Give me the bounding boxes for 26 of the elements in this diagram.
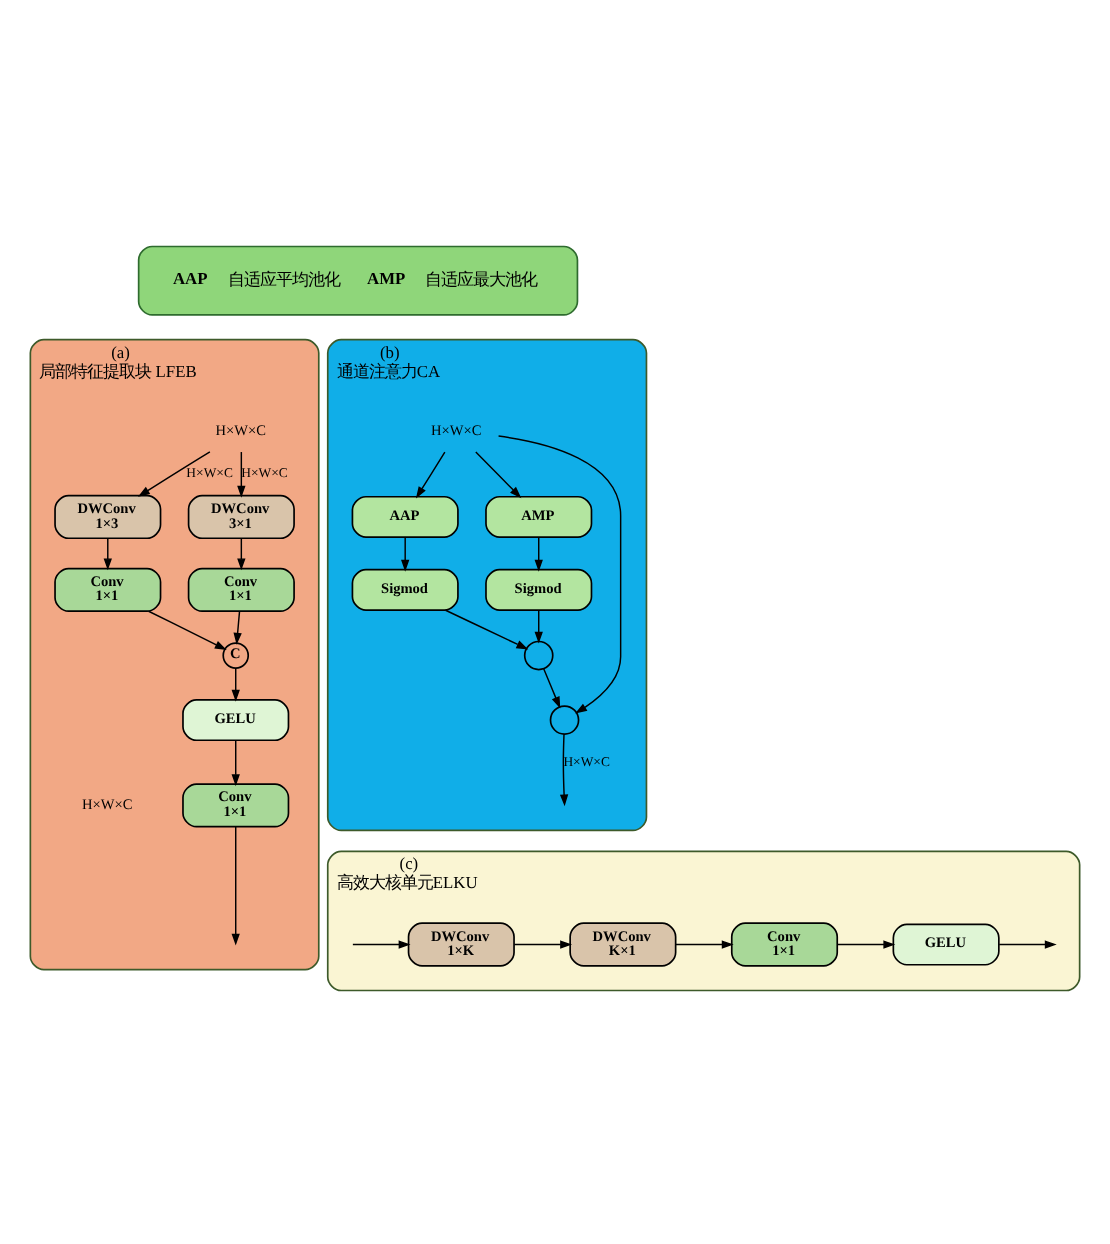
arrow — [103, 536, 112, 570]
arrow — [352, 939, 411, 948]
node-circle — [549, 704, 580, 734]
arrow — [534, 608, 543, 643]
arrow — [444, 608, 529, 649]
arrow — [415, 450, 446, 498]
arrow — [836, 939, 896, 948]
arrow — [513, 939, 573, 948]
arrow — [998, 939, 1057, 948]
arrow — [497, 434, 622, 713]
node-box: AAP 自适应平均池化 AMP 自适应最大池化 — [137, 244, 579, 315]
arrow — [147, 609, 227, 649]
arrow — [401, 535, 410, 571]
arrow — [231, 824, 240, 945]
arrow — [237, 536, 246, 570]
arrow — [559, 732, 569, 806]
arrow — [675, 939, 734, 948]
arrow — [233, 609, 242, 644]
arrow — [231, 738, 240, 786]
arrow — [475, 450, 522, 498]
arrow — [237, 450, 246, 497]
arrow — [542, 666, 561, 708]
arrow — [534, 535, 543, 571]
node-circle — [523, 639, 554, 670]
arrow — [231, 666, 240, 701]
arrow — [137, 450, 211, 496]
